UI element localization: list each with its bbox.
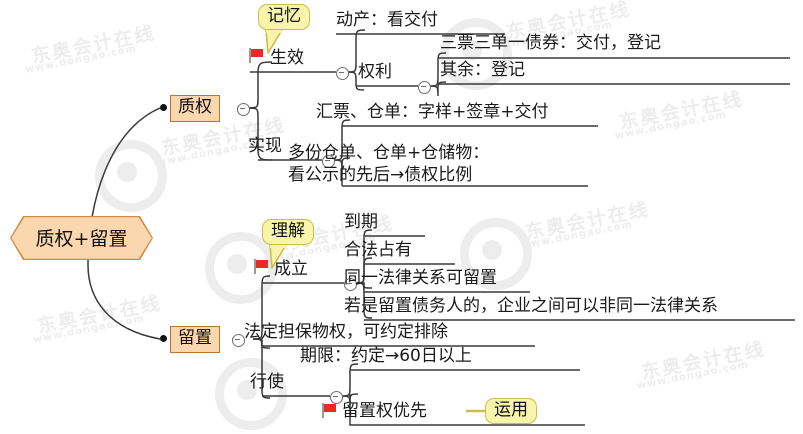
- watermark-url: www.dongao.com: [31, 313, 146, 346]
- red-flag-icon: [254, 259, 269, 274]
- red-flag-icon: [322, 403, 337, 418]
- branch-node-liuzhi[interactable]: 留置: [170, 326, 220, 353]
- node-daoqi[interactable]: 到期: [344, 212, 378, 232]
- bullet-dot-icon: [160, 104, 167, 111]
- node-quanli[interactable]: 权利: [358, 62, 392, 82]
- watermark-url: www.dongao.com: [519, 219, 634, 252]
- node-shengxiao[interactable]: 生效: [270, 48, 304, 68]
- node-duofen-cangdan-line1: 多份仓单、仓单+仓储物：: [288, 143, 490, 163]
- collapse-toggle-icon[interactable]: [232, 334, 245, 347]
- watermark-url: www.dongao.com: [23, 43, 138, 76]
- node-sanpiao[interactable]: 三票三单一债券：交付，登记: [440, 33, 661, 53]
- callout-jiyi-tail: [265, 30, 283, 54]
- flag-cloth: [324, 404, 336, 412]
- branch-node-zhiquan[interactable]: 质权: [170, 95, 220, 122]
- node-qiyu[interactable]: 其余：登记: [440, 60, 525, 80]
- collapse-toggle-icon[interactable]: [330, 391, 343, 404]
- watermark-brand: 东奥会计在线: [35, 292, 164, 338]
- node-liuzhiquan-youxian[interactable]: 留置权优先: [342, 401, 427, 421]
- root-node[interactable]: 质权+留置: [10, 216, 153, 260]
- callout-lijie-tail: [269, 245, 287, 269]
- node-shixian[interactable]: 实现: [248, 136, 282, 156]
- node-ruoshi-liuzhi[interactable]: 若是留置债务人的，企业之间可以非同一法律关系: [344, 296, 718, 316]
- node-dongchan[interactable]: 动产：看交付: [336, 10, 438, 30]
- node-duofen-cangdan[interactable]: 多份仓单、仓单+仓储物： 看公示的先后→债权比例: [288, 143, 489, 187]
- bullet-dot-icon: [160, 335, 167, 342]
- node-chengli[interactable]: 成立: [274, 259, 308, 279]
- node-tongyi-falv[interactable]: 同一法律关系可留置: [344, 268, 497, 288]
- root-node-label: 质权+留置: [11, 217, 151, 258]
- watermark-brand: 东奥会计在线: [29, 22, 158, 68]
- flag-cloth: [256, 260, 268, 268]
- watermark-brand: 东奥会计在线: [617, 88, 746, 134]
- watermark-url: www.dongao.com: [613, 109, 728, 142]
- collapse-toggle-icon[interactable]: [418, 81, 431, 94]
- callout-yunyong[interactable]: 运用: [485, 398, 537, 425]
- collapse-toggle-icon[interactable]: [344, 278, 357, 291]
- node-hefa-zhanyou[interactable]: 合法占有: [344, 240, 412, 260]
- node-duofen-cangdan-line2: 看公示的先后→债权比例: [288, 164, 473, 185]
- watermark-logo-ring: [215, 358, 287, 430]
- red-flag-icon: [249, 48, 264, 63]
- callout-lijie[interactable]: 理解: [262, 219, 314, 246]
- flag-pole: [254, 259, 256, 274]
- collapse-toggle-icon[interactable]: [237, 103, 250, 116]
- node-fading-danbao[interactable]: 法定担保物权，可约定排除: [244, 322, 448, 342]
- watermark-brand: 东奥会计在线: [639, 338, 768, 384]
- flag-pole: [322, 403, 324, 418]
- node-xingshi[interactable]: 行使: [250, 372, 284, 392]
- node-huipiao-cangdan[interactable]: 汇票、仓单：字样+签章+交付: [316, 102, 549, 122]
- flag-pole: [249, 48, 251, 63]
- watermark-logo-ring: [95, 140, 167, 212]
- collapse-toggle-icon[interactable]: [336, 67, 349, 80]
- flag-cloth: [251, 49, 263, 57]
- watermark-brand: 东奥会计在线: [523, 198, 652, 244]
- collapse-toggle-icon[interactable]: [322, 155, 335, 168]
- node-qixian[interactable]: 期限：约定→60日以上: [300, 346, 472, 366]
- callout-jiyi[interactable]: 记忆: [258, 4, 310, 31]
- watermark-url: www.dongao.com: [635, 359, 750, 392]
